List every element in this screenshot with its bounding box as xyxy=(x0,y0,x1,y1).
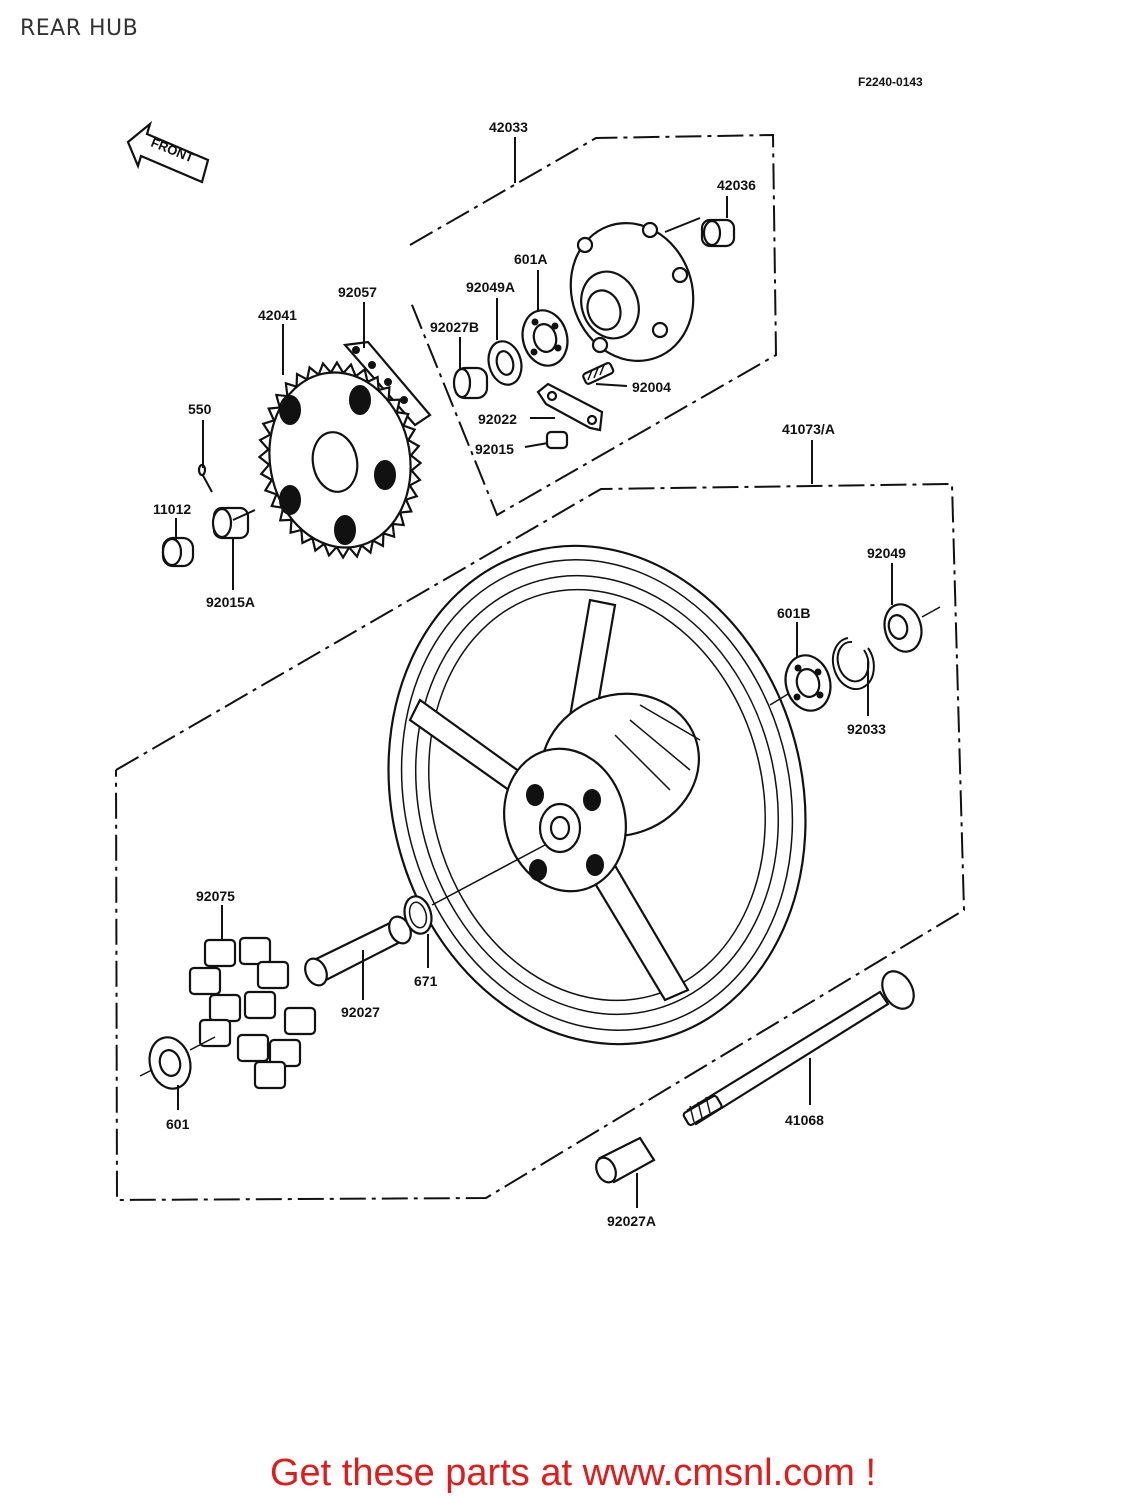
damper-92075-drawing xyxy=(188,936,317,1090)
nut-92015a-drawing xyxy=(211,506,250,540)
label-92049a: 92049A xyxy=(466,279,515,295)
label-671: 671 xyxy=(414,973,438,989)
front-arrow-icon: FRONT xyxy=(126,120,210,184)
label-41073a: 41073/A xyxy=(782,421,835,437)
wheel-assembly-frame xyxy=(115,482,966,1202)
seal-92049a-drawing xyxy=(487,340,523,386)
plate-92022-drawing xyxy=(536,382,604,432)
collar-92027b-drawing xyxy=(452,366,489,400)
label-601: 601 xyxy=(166,1116,190,1132)
cap-11012-drawing xyxy=(161,536,195,568)
label-11012: 11012 xyxy=(153,501,191,517)
footer-cta-link[interactable]: Get these parts at www.cmsnl.com ! xyxy=(269,1452,877,1494)
page-title: REAR HUB xyxy=(20,16,139,41)
stud-92004-drawing xyxy=(582,362,615,385)
label-92027b: 92027B xyxy=(430,319,479,335)
label-42036: 42036 xyxy=(717,177,756,193)
part-labels: 42033 42036 601A 92049A 92057 42041 9202… xyxy=(153,119,906,1229)
sprocket-hub-drawing xyxy=(569,217,701,363)
label-92075: 92075 xyxy=(196,888,235,904)
label-92015a: 92015A xyxy=(206,594,255,610)
bearing-601-drawing xyxy=(148,1036,192,1090)
hub-assembly-frame xyxy=(409,133,778,517)
label-92049: 92049 xyxy=(867,545,906,561)
label-92033: 92033 xyxy=(847,721,886,737)
wheel-drawing xyxy=(387,544,807,1046)
label-92027a: 92027A xyxy=(607,1213,656,1229)
label-601a: 601A xyxy=(514,251,547,267)
label-41068: 41068 xyxy=(785,1112,824,1128)
label-42033: 42033 xyxy=(489,119,528,135)
label-92004: 92004 xyxy=(632,379,671,395)
leader-lines xyxy=(175,137,893,1208)
axle-41068-drawing xyxy=(682,970,915,1127)
label-92022: 92022 xyxy=(478,411,517,427)
label-601b: 601B xyxy=(777,605,810,621)
collar-92027-drawing xyxy=(304,915,412,987)
label-92027: 92027 xyxy=(341,1004,380,1020)
label-92057: 92057 xyxy=(338,284,377,300)
collar-42036-drawing xyxy=(700,218,736,248)
cotter-pin-550-drawing xyxy=(197,463,213,493)
label-42041: 42041 xyxy=(258,307,297,323)
sprocket-42041-drawing xyxy=(257,360,423,560)
label-92015: 92015 xyxy=(475,441,514,457)
collar-92027a-drawing xyxy=(595,1136,656,1184)
bearing-601a-drawing xyxy=(521,309,569,367)
o-ring-671-drawing xyxy=(403,895,433,935)
seal-92049-drawing xyxy=(883,603,923,653)
bearing-601b-drawing xyxy=(784,654,832,712)
figure-code: F2240-0143 xyxy=(858,75,923,89)
chain-92057-drawing xyxy=(342,340,432,427)
nut-92015-drawing xyxy=(545,430,569,450)
label-550: 550 xyxy=(188,401,212,417)
